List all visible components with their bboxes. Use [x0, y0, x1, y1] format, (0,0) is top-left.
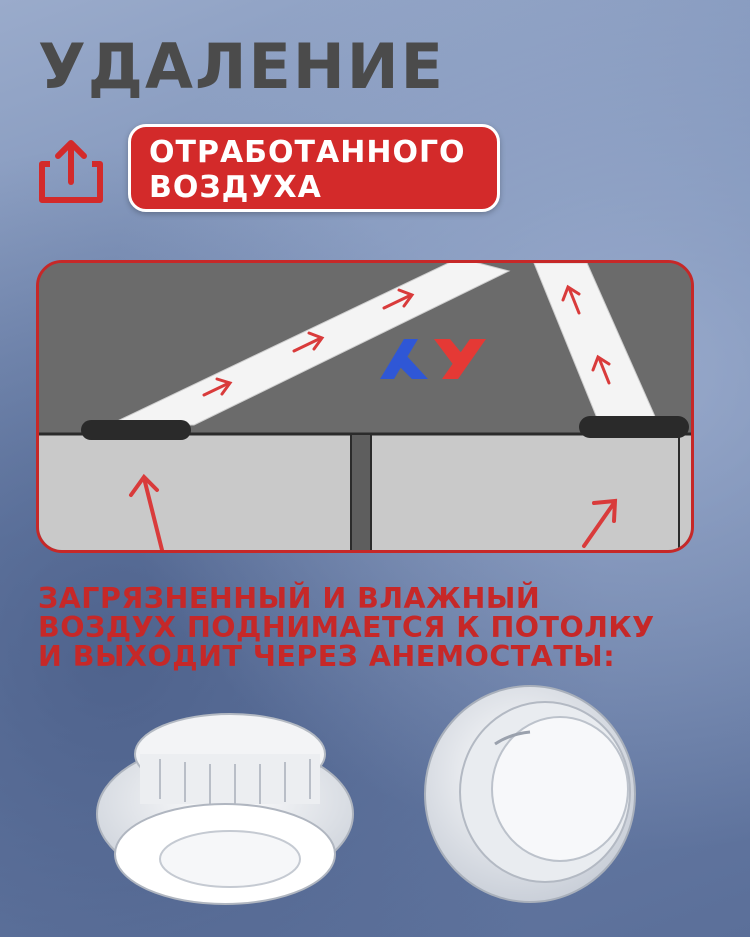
brand-logo-icon — [380, 339, 486, 379]
description-line-2: ВОЗДУХ ПОДНИМАЕТСЯ К ПОТОЛКУ — [38, 611, 655, 644]
upload-icon — [39, 140, 103, 203]
subtitle-line-2: ВОЗДУХА — [149, 170, 322, 205]
anemostat-products-image — [96, 685, 636, 905]
page-title: УДАЛЕНИЕ — [38, 30, 445, 103]
subtitle-badge: ОТРАБОТАННОГО ВОЗДУХА — [128, 124, 500, 212]
description-line-1: ЗАГРЯЗНЕННЫЙ И ВЛАЖНЫЙ — [38, 582, 541, 615]
description-line-3: И ВЫХОДИТ ЧЕРЕЗ АНЕМОСТАТЫ: — [38, 640, 616, 673]
description-text: ЗАГРЯЗНЕННЫЙ И ВЛАЖНЫЙ ВОЗДУХ ПОДНИМАЕТС… — [38, 584, 655, 671]
airflow-diagram — [36, 260, 694, 553]
subtitle-text: ОТРАБОТАННОГО ВОЗДУХА — [149, 135, 466, 205]
anemostat-left — [96, 713, 354, 905]
anemostat-right — [424, 685, 636, 903]
subtitle-line-1: ОТРАБОТАННОГО — [149, 135, 466, 170]
